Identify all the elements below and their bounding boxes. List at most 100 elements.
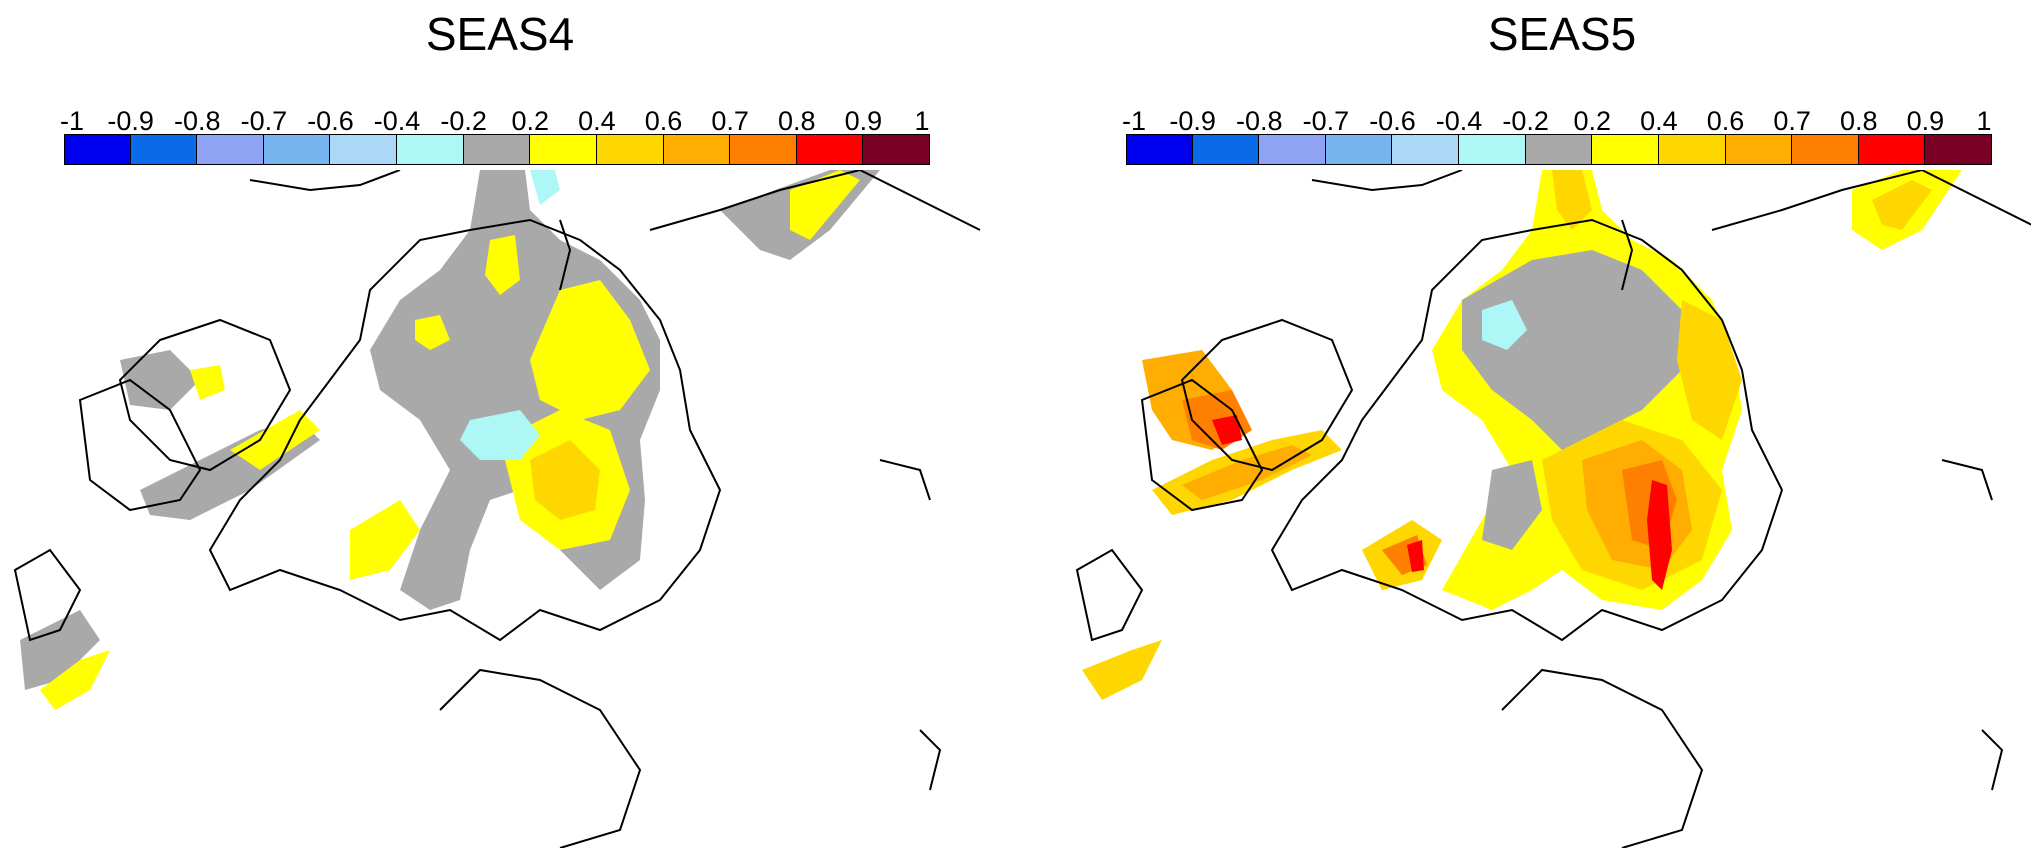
yellow-canada (190, 365, 225, 400)
colorbar-swatch (1459, 134, 1526, 165)
yellow-southwest (40, 650, 110, 710)
coastline-bering (559, 219, 572, 291)
colorbar-swatch (1592, 134, 1659, 165)
map-svg (1075, 170, 2031, 848)
coastline-south (439, 668, 642, 848)
coastline-greenland (1180, 318, 1354, 472)
coastline-greenland (118, 318, 292, 472)
colorbar-tick-label: 0.9 (1906, 106, 1945, 136)
colorbar-swatch (197, 134, 264, 165)
colorbar-swatch (130, 134, 198, 165)
panel-title: SEAS5 (1487, 8, 1637, 60)
colorbar-tick-label: -0.8 (1235, 106, 1283, 136)
colorbar-swatch (1725, 134, 1793, 165)
gold-siberia (530, 440, 600, 520)
colorbar-swatch (1126, 134, 1193, 165)
colorbar-swatch (397, 134, 464, 165)
colorbar-tick-label: -0.8 (173, 106, 221, 136)
colorbar-swatch (64, 134, 131, 165)
shading-layer (20, 170, 880, 710)
colorbar-swatch (463, 134, 531, 165)
colorbar-swatch (730, 134, 797, 165)
gray-strip-southwest (20, 610, 100, 690)
colorbar-swatch (1792, 134, 1859, 165)
colorbar-tick-label: 0.2 (511, 106, 550, 136)
colorbar-tick-label: 1 (914, 106, 930, 136)
colorbar-swatch (796, 134, 864, 165)
colorbar-swatch (330, 134, 398, 165)
lightblue-north (530, 170, 560, 205)
colorbar-tick-label: -0.6 (1369, 106, 1416, 136)
colorbar-swatch (1259, 134, 1326, 165)
colorbar-swatch (1392, 134, 1460, 165)
colorbar-swatch (596, 134, 664, 165)
colorbar-tick-label: -1 (1121, 106, 1147, 136)
coastline-layer (13, 170, 981, 848)
coastline-layer (1075, 170, 2031, 848)
gold-north (1552, 170, 1592, 230)
colorbar-swatch (1525, 134, 1593, 165)
correlation-map (1062, 170, 2031, 848)
lightblue-center (1482, 300, 1527, 350)
coastline-southwest (1075, 548, 1144, 642)
colorbar-tick-label: 0.9 (844, 106, 883, 136)
colorbar-tick-label: 0.6 (644, 106, 683, 136)
colorbar-tick-label: -0.9 (1169, 106, 1216, 136)
map-svg (13, 170, 981, 848)
colorbar-tick-label: 0.8 (1839, 106, 1878, 136)
coastline-east (879, 459, 931, 501)
colorbar-tick-label: -0.7 (240, 106, 288, 136)
colorbar-tick-label: 0.4 (1640, 106, 1678, 136)
orange-west (1182, 445, 1312, 500)
lightblue-pole (460, 410, 540, 460)
colorbar-tick-label: 0.8 (777, 106, 816, 136)
red-south (1407, 540, 1424, 572)
yellow-blob-small (415, 315, 450, 350)
coastline-south (1501, 668, 1704, 848)
coastline-canada (78, 378, 202, 512)
gold-southwest (1082, 640, 1162, 700)
colorbar-tick-label: -1 (59, 106, 85, 136)
colorbar-tick-label: -0.2 (1502, 106, 1549, 136)
coastline-alaska (649, 170, 981, 231)
coastline-siberia (1311, 170, 1463, 192)
coastline-arctic-rim (1270, 218, 1784, 642)
colorbar-swatch (863, 134, 930, 165)
gray-hudson (120, 350, 200, 410)
colorbar-tick-label: 0.7 (711, 106, 749, 136)
coastline-canada (1140, 378, 1264, 512)
gold-alaska (1872, 180, 1932, 230)
colorbar-swatch (1192, 134, 1260, 165)
colorbar-tick-label: 0.2 (1573, 106, 1612, 136)
red-canada (1212, 415, 1242, 445)
colorbar-swatch (663, 134, 731, 165)
coastline-siberia (249, 170, 401, 192)
panel-title: SEAS4 (425, 8, 575, 60)
red-siberia (1647, 480, 1672, 590)
colorbar-swatch (1325, 134, 1393, 165)
yellow-north (485, 235, 520, 295)
colorbar-tick-label: 0.4 (578, 106, 616, 136)
gray-strip-south (1482, 460, 1542, 550)
coastline-southeast (1981, 729, 2004, 791)
coastline-arctic-rim (208, 218, 722, 642)
coastline-southwest (13, 548, 82, 642)
shading-layer (1082, 170, 1962, 700)
colorbar-swatch (263, 134, 331, 165)
yellow-center-east (530, 280, 650, 420)
colorbar-tick-label: -0.6 (307, 106, 354, 136)
coastline-alaska (1711, 170, 2031, 231)
yellow-south (350, 500, 420, 580)
gold-east (1677, 300, 1742, 440)
colorbar-swatch (530, 134, 597, 165)
colorbar-tick-label: 0.7 (1773, 106, 1811, 136)
colorbar-tick-label: -0.9 (107, 106, 154, 136)
gray-central-arctic (1462, 250, 1682, 450)
colorbar-tick-label: -0.4 (373, 106, 421, 136)
coastline-bering (1621, 219, 1634, 291)
colorbar-tick-label: -0.7 (1302, 106, 1350, 136)
